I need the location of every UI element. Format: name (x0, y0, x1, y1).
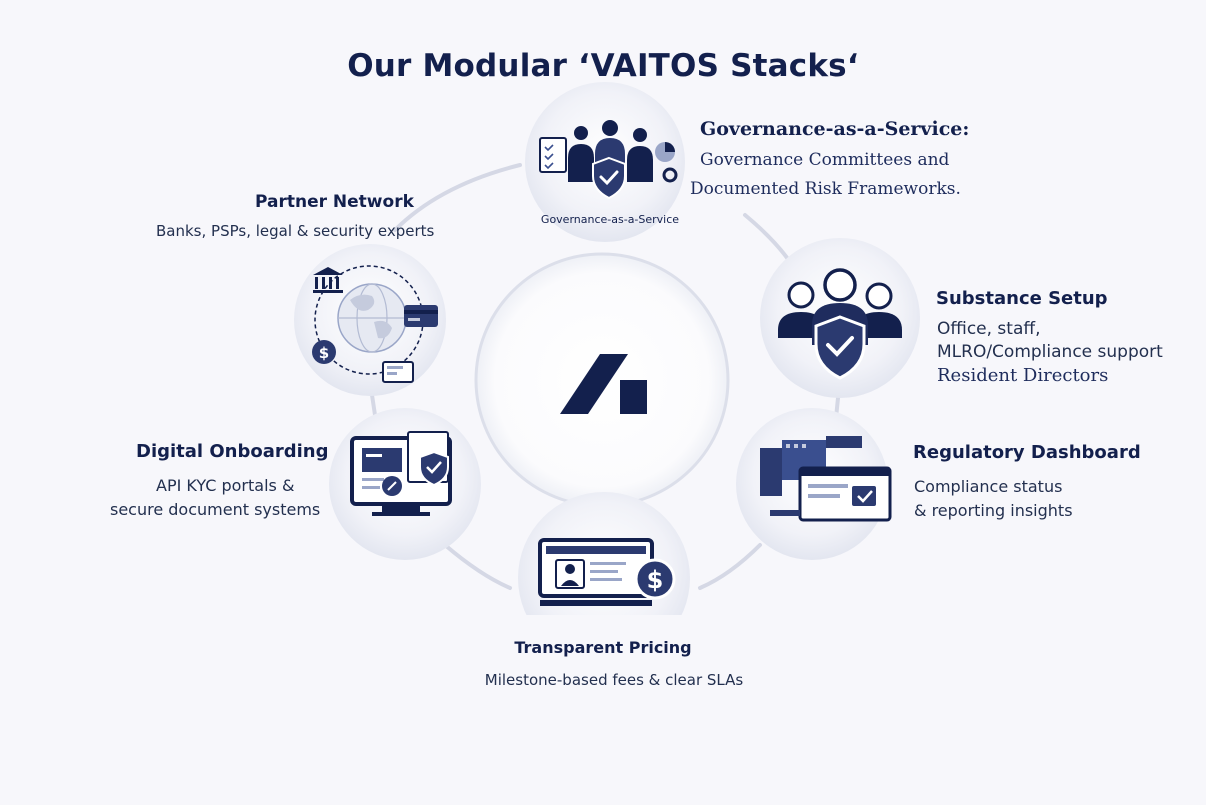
governance-heading: Governance-as-a-Service: (700, 118, 970, 140)
onboarding-node (329, 408, 481, 560)
svg-text:$: $ (319, 344, 329, 362)
governance-line-1: Governance Committees and (700, 150, 950, 170)
governance-line-2: Documented Risk Frameworks. (690, 179, 961, 199)
pricing-node: $ (500, 492, 710, 665)
onboarding-heading: Digital Onboarding (136, 441, 329, 462)
center-hub (474, 252, 730, 508)
vaitos-logo-mark (560, 354, 647, 414)
substance-heading: Substance Setup (936, 288, 1108, 309)
governance-node: Governance-as-a-Service (525, 82, 685, 242)
substance-line-3: Resident Directors (937, 365, 1109, 386)
onboarding-line-1: API KYC portals & (156, 476, 295, 495)
partner-node: $ (294, 244, 446, 396)
svg-text:$: $ (647, 566, 664, 594)
page-title: Our Modular ‘VAITOS Stacks‘ (347, 48, 859, 84)
substance-node (760, 238, 920, 398)
connector-ring (370, 163, 840, 590)
monitor-shield-icon (350, 431, 452, 516)
onboarding-line-2: secure document systems (110, 500, 321, 519)
regulatory-node (736, 408, 892, 560)
dashboard-building-icon (760, 436, 892, 522)
people-shield-icon (539, 120, 678, 200)
regulatory-heading: Regulatory Dashboard (913, 442, 1141, 463)
invoice-dollar-icon: $ (538, 538, 676, 606)
partner-line-1: Banks, PSPs, legal & security experts (156, 222, 435, 240)
substance-line-1: Office, staff, (937, 319, 1041, 339)
partner-heading: Partner Network (255, 192, 414, 212)
regulatory-line-2: & reporting insights (914, 501, 1073, 520)
governance-icon-caption: Governance-as-a-Service (541, 213, 679, 226)
regulatory-line-1: Compliance status (914, 477, 1063, 496)
pricing-heading: Transparent Pricing (514, 638, 692, 657)
pricing-line-1: Milestone-based fees & clear SLAs (484, 671, 744, 689)
globe-network-icon: $ (312, 265, 438, 383)
substance-line-2: MLRO/Compliance support (937, 342, 1163, 362)
team-shield-icon (778, 268, 902, 380)
